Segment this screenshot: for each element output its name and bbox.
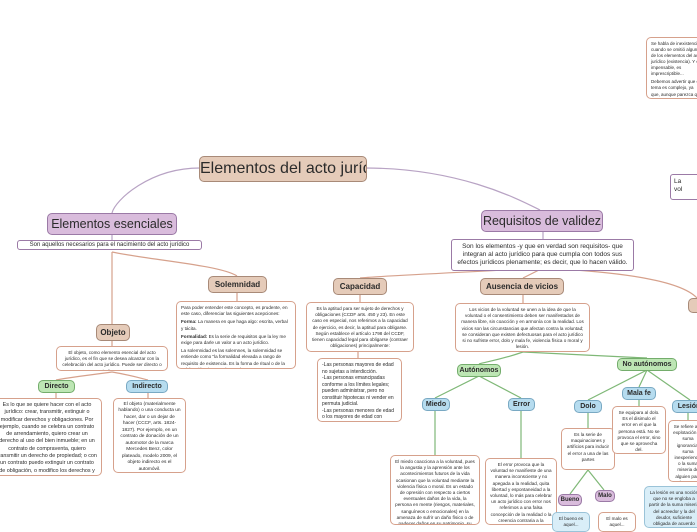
vicios-topic[interactable]: Ausencia de vicios <box>480 278 564 295</box>
dolo-text[interactable]: Es la serie de maquinaciones y artificio… <box>561 428 615 470</box>
dolo-bueno-topic[interactable]: Bueno <box>558 494 582 506</box>
lesion-topic[interactable]: Lesión <box>672 400 697 413</box>
right-partial-tag[interactable] <box>688 298 697 313</box>
dolo-malo-text[interactable]: El malo es aquel... <box>598 512 636 532</box>
capacidad-topic[interactable]: Capacidad <box>333 278 387 295</box>
autonomos-topic[interactable]: Autónomos <box>457 364 501 377</box>
directo-topic[interactable]: Directo <box>38 380 75 393</box>
capacidad-list[interactable]: -Las personas mayores de edad no sujetas… <box>317 358 402 422</box>
indirecto-topic[interactable]: Indirecto <box>126 380 168 393</box>
forma-text: La manera en que haga algo: escrita, ver… <box>181 319 288 331</box>
directo-text[interactable]: Es lo que se quiere hacer con el acto ju… <box>0 398 102 476</box>
solemnidad-forma: Forma: La manera en que haga algo: escri… <box>181 319 291 331</box>
error-topic[interactable]: Error <box>508 398 535 411</box>
solemnidad-formalidad: Formalidad: Es la serie de requisitos qu… <box>181 334 291 346</box>
indirecto-text[interactable]: El objeto (materialmente hablando) o una… <box>113 398 186 473</box>
inexistence-note[interactable]: Se habla de inexistencia cuando se omiti… <box>646 37 697 99</box>
dolo-malo-topic[interactable]: Malo <box>595 490 615 502</box>
right-partial-line-2: vol <box>674 186 683 194</box>
connector-lines <box>55 167 697 495</box>
essential-elements-topic[interactable]: Elementos esenciales <box>47 213 177 235</box>
lesion-note[interactable]: La lesión es una noción que no se englob… <box>644 486 697 528</box>
forma-term: Forma: <box>181 319 197 325</box>
miedo-text[interactable]: El miedo coacciona a la voluntad, pues l… <box>390 455 480 525</box>
miedo-topic[interactable]: Miedo <box>422 398 450 411</box>
essential-definition[interactable]: Son aquellos necesarios para el nacimien… <box>17 240 202 250</box>
inexistence-note-2: Debemos advertir que el tema es complejo… <box>651 79 697 98</box>
mala-fe-text[interactable]: Se equipara al dolo. Es el disimulo el e… <box>612 406 666 454</box>
right-partial-box[interactable]: La vol <box>670 174 697 200</box>
inexistence-note-1: Se habla de inexistencia cuando se omiti… <box>651 41 697 77</box>
no-autonomos-topic[interactable]: No autónomos <box>617 358 677 371</box>
dolo-topic[interactable]: Dolo <box>574 400 602 413</box>
objeto-text[interactable]: El objeto, como elemento esencial del ac… <box>56 346 168 371</box>
validity-requirements-topic[interactable]: Requisitos de validez <box>481 210 603 232</box>
lesion-text[interactable]: Se refiere a la explotación de suma igno… <box>668 420 697 482</box>
solemnidad-text[interactable]: Para poder entender este concepto, es pr… <box>176 301 296 369</box>
solemnidad-outro: La solemnidad es las solemnes, la solemn… <box>181 348 285 368</box>
capacidad-text[interactable]: Es la aptitud para ser sujeto de derecho… <box>306 302 414 352</box>
vicios-intro-text[interactable]: Los vicios de la voluntad se unen a la i… <box>455 303 590 352</box>
objeto-topic[interactable]: Objeto <box>96 324 130 341</box>
dolo-bueno-text[interactable]: El bueno es aquel... <box>552 512 590 532</box>
error-text[interactable]: El error provoca que la voluntad se mani… <box>485 458 557 525</box>
solemnidad-topic[interactable]: Solemnidad <box>208 276 267 293</box>
map-title[interactable]: Elementos del acto jurídico <box>199 156 367 182</box>
formalidad-text: Es la serie de requisitos que la ley me … <box>181 333 286 345</box>
right-partial-line-1: La <box>674 178 682 185</box>
solemnidad-intro: Para poder entender este concepto, es pr… <box>181 305 288 317</box>
formalidad-term: Formalidad: <box>181 333 208 339</box>
mala-fe-topic[interactable]: Mala fe <box>622 387 656 400</box>
validity-definition[interactable]: Son los elementos -y que en verdad son r… <box>451 239 634 272</box>
